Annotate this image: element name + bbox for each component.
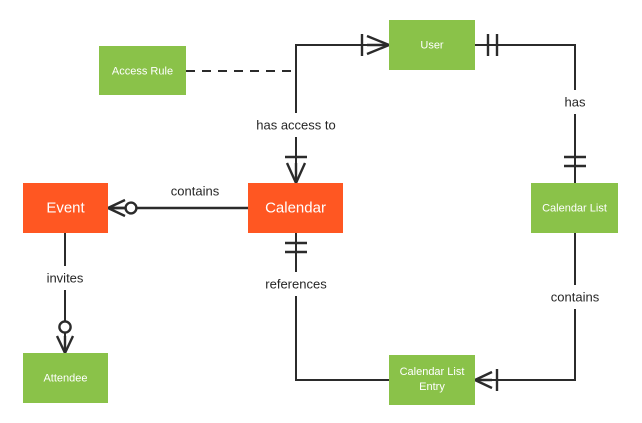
relationship-label-layer: has access to has contains invites refer… xyxy=(37,90,615,309)
entity-calendar[interactable]: Calendar xyxy=(248,183,343,233)
cardinality-event-right-zero-or-many xyxy=(107,198,138,218)
entity-user-box[interactable] xyxy=(389,20,475,70)
entity-calendar-list-label: Calendar List xyxy=(542,202,607,214)
cardinality-calendar-bottom-one-only xyxy=(285,241,307,254)
cardinality-user-right-one-only xyxy=(486,34,499,56)
entity-event[interactable]: Event xyxy=(23,183,108,233)
entity-event-box[interactable] xyxy=(23,183,108,233)
entity-access-rule[interactable]: Access Rule xyxy=(99,46,186,95)
connector-calendar-references-entry xyxy=(295,233,389,381)
entity-layer: Access Rule User Event Calendar Calendar… xyxy=(23,20,618,405)
entity-attendee-label: Attendee xyxy=(43,372,87,384)
relationship-label-references: references xyxy=(265,276,327,291)
relationship-label-contains-right: contains xyxy=(551,289,600,304)
entity-calendar-list-entry[interactable]: Calendar List Entry xyxy=(389,355,475,405)
entity-calendar-list-entry-label-line2: Entry xyxy=(419,381,445,393)
relationship-label-has-access-to: has access to xyxy=(256,117,336,132)
relationship-label-has: has xyxy=(565,94,586,109)
cardinality-entry-right-one-or-many xyxy=(474,369,499,391)
entity-user-label: User xyxy=(420,39,444,51)
entity-calendar-label: Calendar xyxy=(265,199,326,216)
connector-user-has-calendar-list xyxy=(475,44,576,183)
entity-calendar-list-entry-box[interactable] xyxy=(389,355,475,405)
entity-attendee[interactable]: Attendee xyxy=(23,353,108,403)
cardinality-marker-layer xyxy=(55,34,586,391)
entity-calendar-list-entry-label-line1: Calendar List xyxy=(400,366,465,378)
entity-calendar-list[interactable]: Calendar List xyxy=(531,183,618,233)
entity-calendar-box[interactable] xyxy=(248,183,343,233)
entity-user[interactable]: User xyxy=(389,20,475,70)
entity-event-label: Event xyxy=(46,199,85,216)
entity-attendee-box[interactable] xyxy=(23,353,108,403)
entity-access-rule-box[interactable] xyxy=(99,46,186,95)
cardinality-calendar-list-top-one-only xyxy=(564,155,586,168)
connector-calendar-list-contains-entry xyxy=(475,233,576,381)
relationship-label-contains-top: contains xyxy=(171,183,220,198)
relationship-label-invites: invites xyxy=(47,270,84,285)
entity-access-rule-label: Access Rule xyxy=(112,65,173,77)
entity-calendar-list-box[interactable] xyxy=(531,183,618,233)
cardinality-user-left-one-or-many xyxy=(360,34,390,56)
cardinality-attendee-top-zero-or-many xyxy=(55,320,75,354)
cardinality-calendar-top-one-or-many xyxy=(285,155,307,184)
